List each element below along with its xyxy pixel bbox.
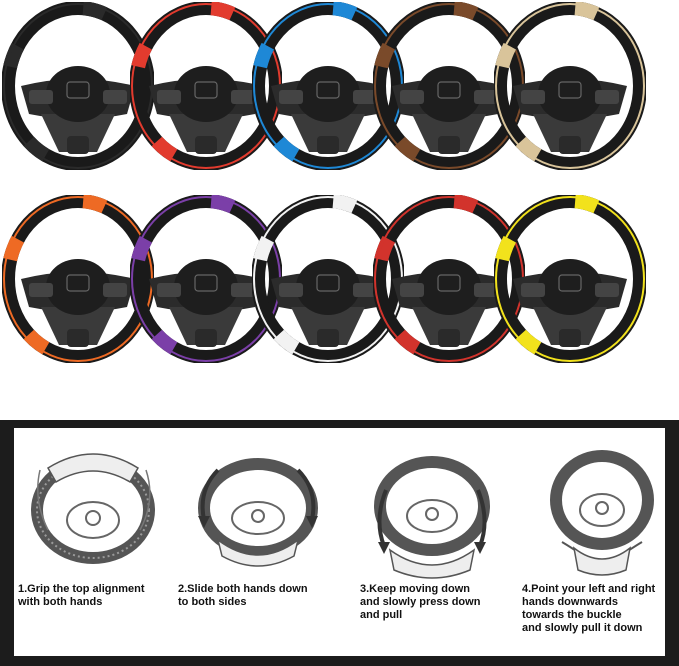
steering-wheel-cover-grid — [2, 2, 646, 363]
steering-wheel-brown — [373, 2, 525, 170]
steering-wheel-graphic — [494, 195, 646, 363]
steering-wheel-graphic — [130, 2, 282, 170]
instruction-step-4: 4.Point your left and right hands downwa… — [522, 428, 677, 656]
press-down-pull-illustration — [374, 456, 490, 579]
steering-wheel-beige — [494, 2, 646, 170]
steering-wheel-red — [130, 2, 282, 170]
step-2-caption: 2.Slide both hands down to both sides — [178, 583, 308, 608]
steering-wheel-graphic — [252, 195, 404, 363]
step-4-caption: 4.Point your left and right hands downwa… — [522, 583, 656, 634]
pull-down-buckle-illustration — [550, 450, 654, 576]
steering-wheel-white — [252, 195, 404, 363]
steering-wheel-graphic — [373, 2, 525, 170]
steering-wheel-black — [2, 2, 154, 170]
steering-wheel-graphic — [373, 195, 525, 363]
instructions-content: 1.Grip the top alignment with both hands… — [14, 428, 665, 656]
steering-wheel-graphic — [2, 195, 154, 363]
steering-wheel-orange — [2, 195, 154, 363]
steering-wheel-red-2 — [373, 195, 525, 363]
instruction-step-3: 3.Keep moving down and slowly press down… — [360, 428, 515, 656]
instruction-step-2: 2.Slide both hands down to both sides — [178, 428, 333, 656]
steering-wheel-graphic — [2, 2, 154, 170]
step-3-caption: 3.Keep moving down and slowly press down… — [360, 583, 481, 621]
step-1-caption: 1.Grip the top alignment with both hands — [18, 583, 145, 608]
slide-hands-down-illustration — [198, 458, 318, 567]
installation-instructions-panel: 1.Grip the top alignment with both hands… — [0, 420, 679, 666]
instruction-step-1: 1.Grip the top alignment with both hands — [18, 428, 173, 656]
grip-top-hands-illustration — [31, 453, 155, 564]
steering-wheel-graphic — [494, 2, 646, 170]
steering-wheel-yellow — [494, 195, 646, 363]
